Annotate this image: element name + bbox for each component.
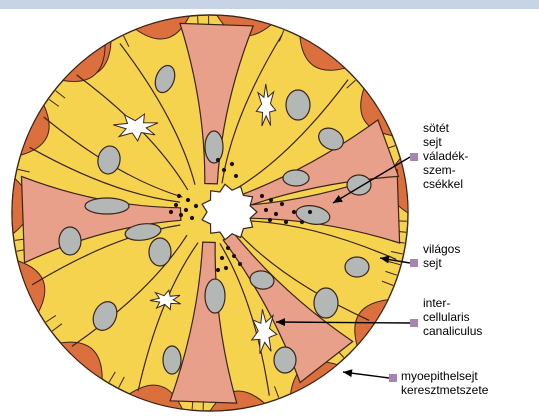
granule [186,198,190,202]
granule [216,268,220,272]
nucleus [345,257,369,277]
marker-myoepithelial-cell [389,374,397,382]
granule [260,194,264,198]
nucleus [314,288,338,318]
nucleus [274,347,296,373]
granule [224,266,228,270]
granule [264,208,268,212]
granule [234,174,238,178]
nucleus [286,90,310,120]
granule [177,194,181,198]
nucleus [149,238,171,266]
label-intercellular-canaliculus: inter- cellularis canaliculus [423,296,482,338]
granule [222,168,226,172]
granule [194,204,198,208]
label-light-cell: világos sejt [423,242,460,270]
granule [169,210,173,214]
arrow-head [343,369,352,377]
granule [216,158,220,162]
granule [226,246,230,250]
nucleus [205,279,225,313]
granule [220,256,224,260]
granule [230,162,234,166]
granule [308,210,312,214]
granule [292,210,296,214]
marker-intercellular-canaliculus [410,319,418,327]
marker-dark-cell [410,153,418,161]
nucleus [283,170,309,186]
granule [269,198,273,202]
granule [174,203,178,207]
granule [232,254,236,258]
granule [184,208,188,212]
granule [300,220,304,224]
granule [179,213,183,217]
nucleus [163,346,181,374]
nucleus [85,198,129,214]
granule [280,202,284,206]
granule [274,212,278,216]
granule [190,216,194,220]
nucleus [59,227,81,255]
granule [238,262,242,266]
label-dark-cell: sötét sejt váladék- szem- csékkel [423,121,468,191]
granule [284,220,288,224]
marker-light-cell [410,259,418,267]
arrow-line [276,322,410,323]
granule [268,218,272,222]
label-myoepithelial-cell: myoepithelsejt keresztmetszete [401,369,488,397]
nucleus [205,131,223,163]
